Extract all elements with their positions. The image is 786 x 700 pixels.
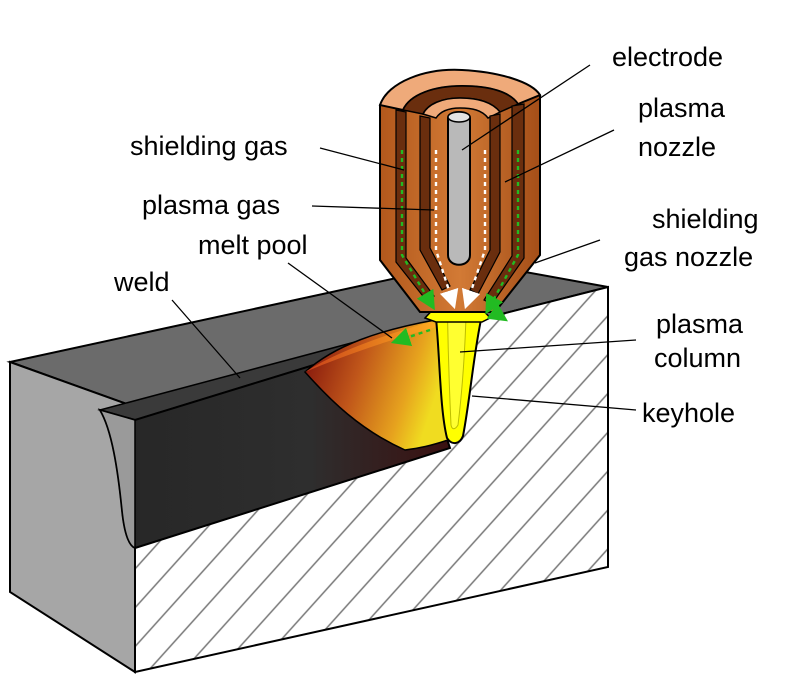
- label-melt-pool: melt pool: [198, 230, 308, 260]
- weld-bead-left-profile: [98, 408, 136, 550]
- plasma-gas-channel-left: [419, 115, 451, 291]
- electrode-top: [447, 111, 471, 123]
- label-plasma-nozzle-2: nozzle: [638, 132, 716, 162]
- label-shielding-gas: shielding gas: [130, 131, 288, 161]
- shielding-gas-exit-right: [486, 302, 508, 322]
- leader-weld: [171, 299, 241, 379]
- plasma-gas-flow-left: [434, 150, 459, 310]
- leader-shielding-gas: [319, 147, 405, 171]
- label-plasma-nozzle-1: plasma: [638, 93, 726, 123]
- leader-shielding-gas-nozzle: [534, 239, 601, 264]
- label-shielding-gas-nozzle-1: shielding: [652, 204, 759, 234]
- label-plasma-column-2: column: [654, 343, 741, 373]
- plasma-torch: [378, 68, 542, 347]
- leader-lines: [171, 64, 637, 411]
- labels: electrode plasma nozzle shielding gas pl…: [113, 42, 759, 428]
- leader-keyhole: [471, 395, 637, 411]
- label-keyhole: keyhole: [642, 398, 735, 428]
- plasma-gas-flow-right: [462, 150, 487, 310]
- torch-inner-ring-2: [421, 97, 502, 119]
- leader-plasma-gas: [311, 205, 435, 211]
- shielding-gas-exit-left: [390, 327, 431, 347]
- shielding-gas-flow-left: [400, 150, 435, 311]
- label-electrode: electrode: [612, 42, 723, 72]
- leader-plasma-column: [459, 339, 637, 353]
- label-shielding-gas-nozzle-2: gas nozzle: [624, 242, 753, 272]
- leader-electrode: [461, 64, 591, 151]
- leader-plasma-nozzle: [504, 129, 615, 183]
- leader-melt-pool: [287, 262, 393, 339]
- label-plasma-gas: plasma gas: [142, 190, 280, 220]
- electrode: [447, 111, 471, 266]
- label-plasma-column-1: plasma: [656, 309, 744, 339]
- label-weld: weld: [113, 267, 170, 297]
- shielding-gas-flow-right: [485, 150, 520, 315]
